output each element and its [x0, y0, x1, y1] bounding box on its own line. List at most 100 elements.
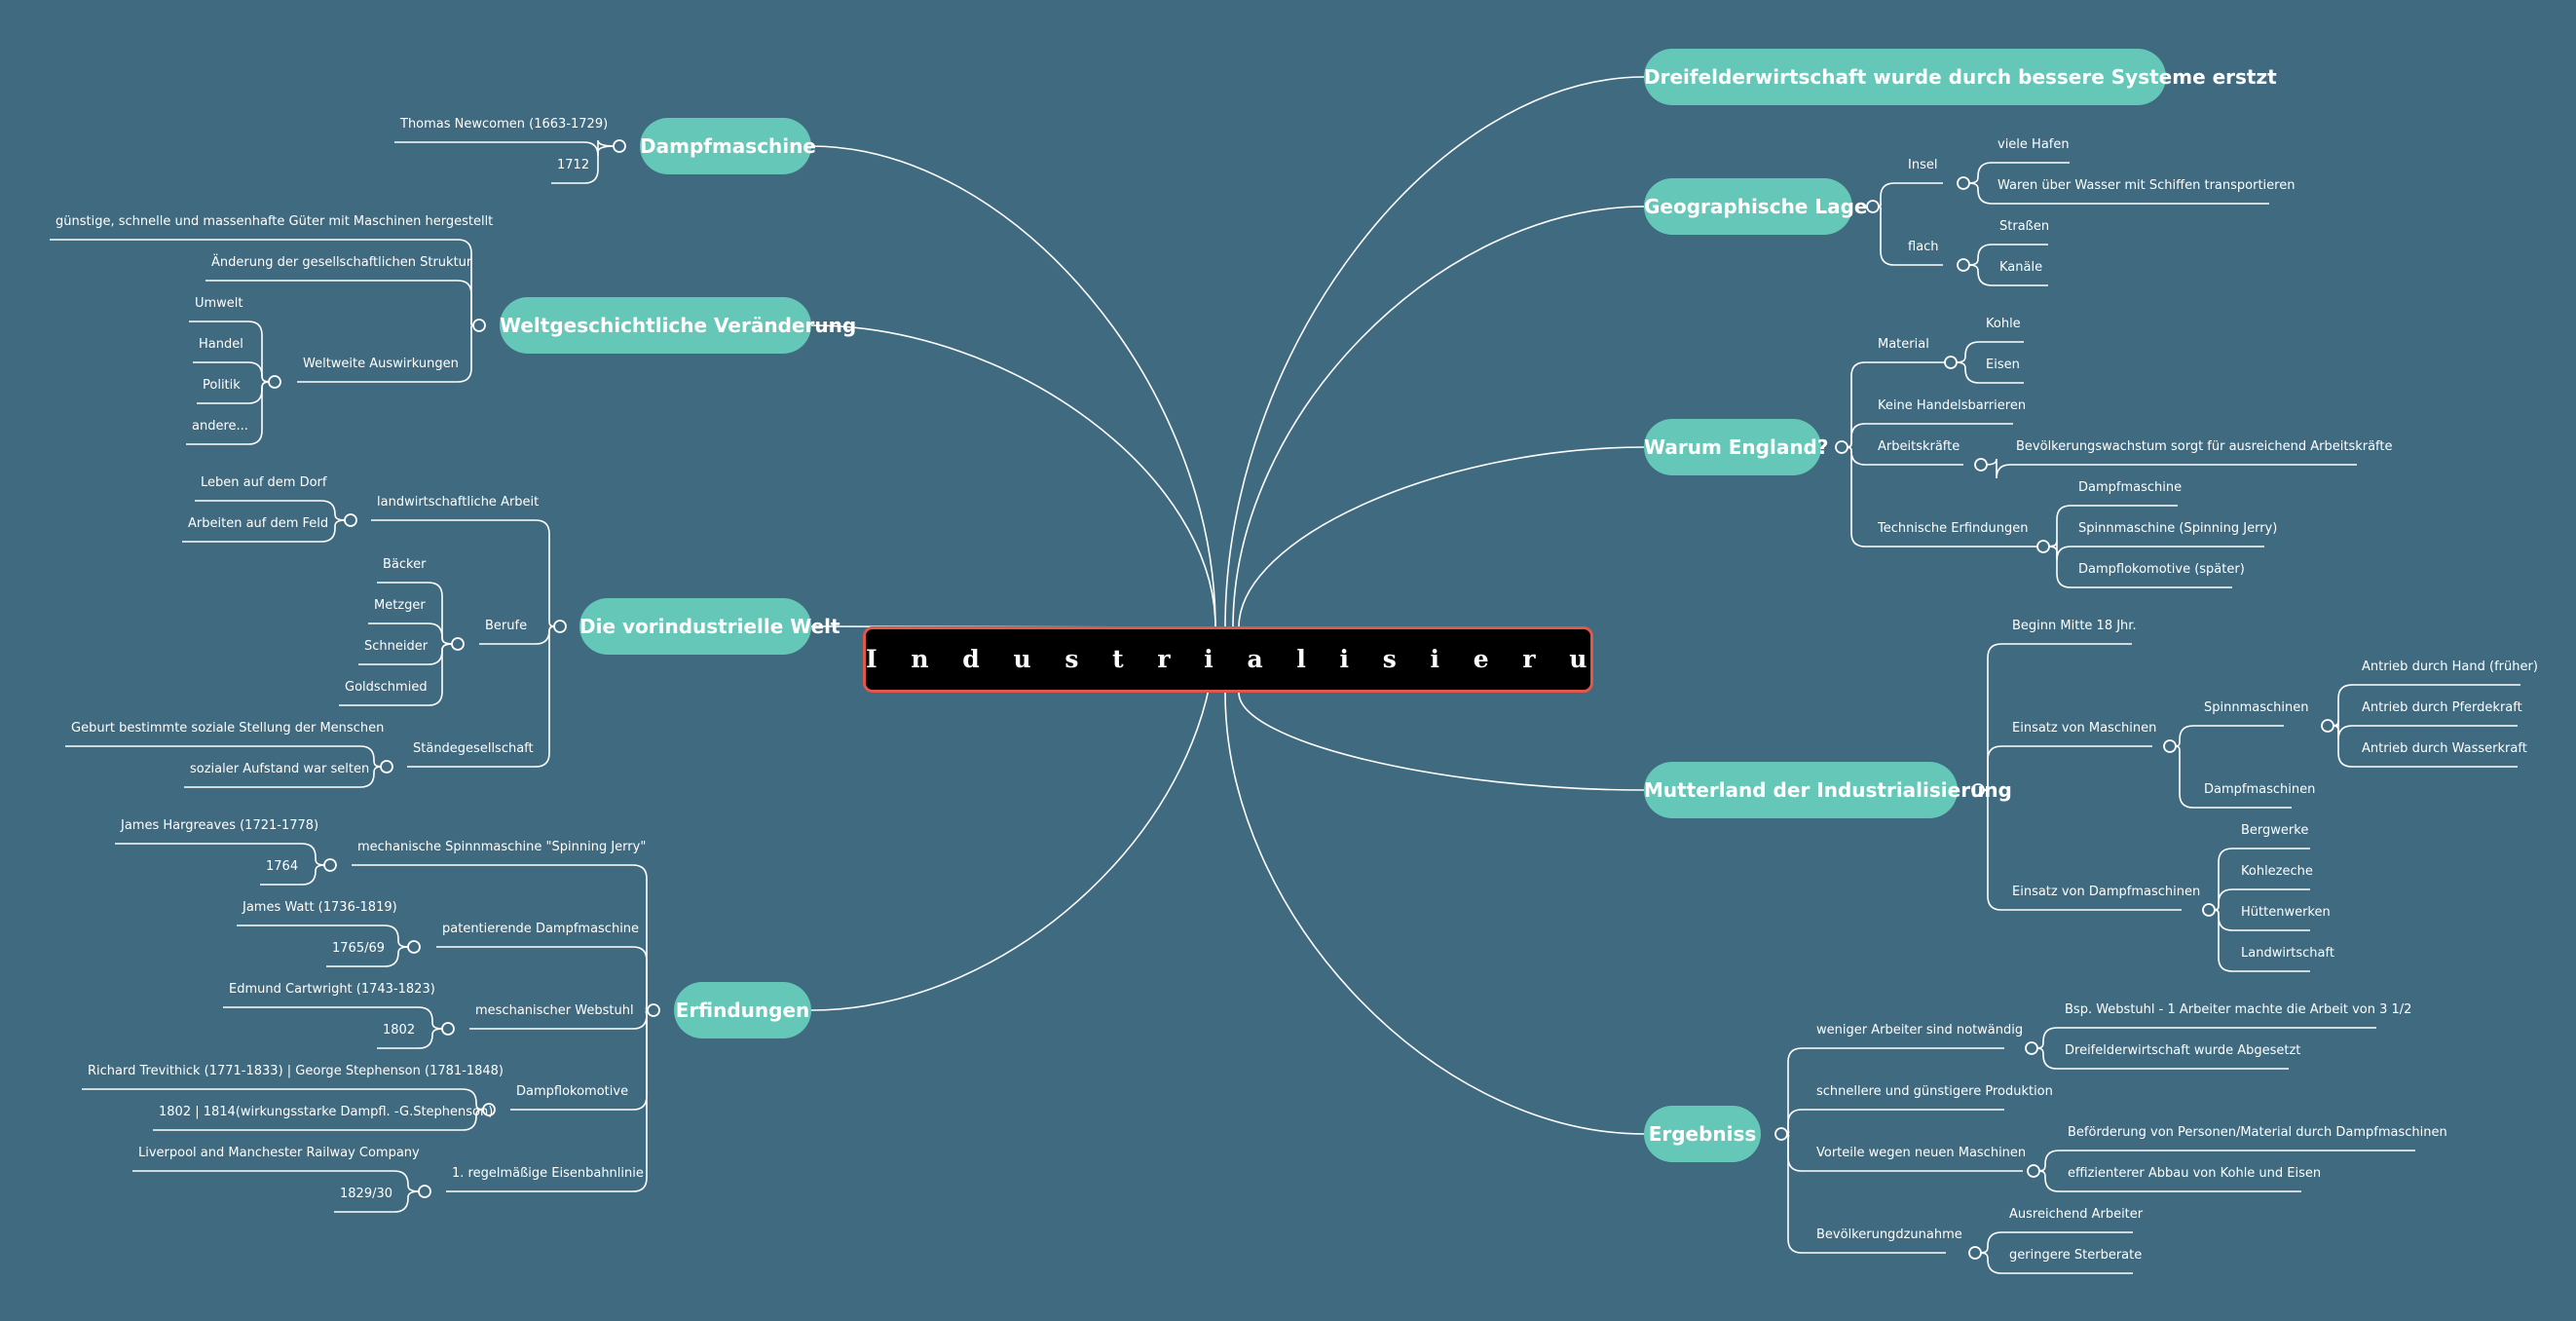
- leaf-bergwerke[interactable]: Bergwerke: [2241, 823, 2309, 838]
- connector-line: [1980, 458, 2357, 479]
- connector-line: [237, 925, 415, 948]
- topic-geographische-lage[interactable]: Geographische Lage: [1644, 178, 1867, 235]
- leaf-effizienterer-abbau[interactable]: effizienterer Abbau von Kohle und Eisen: [2068, 1166, 2322, 1181]
- topic-ergebniss[interactable]: Ergebniss: [1644, 1106, 1761, 1162]
- leaf-kohle[interactable]: Kohle: [1986, 317, 2021, 331]
- leaf-landwirtschaft[interactable]: Landwirtschaft: [2241, 946, 2334, 961]
- subtopic-weltweite-auswirkungen[interactable]: Weltweite Auswirkungen: [303, 357, 459, 371]
- leaf-befoerderung[interactable]: Beförderung von Personen/Material durch …: [2068, 1125, 2447, 1140]
- leaf-arbeiten-auf-dem-feld[interactable]: Arbeiten auf dem Feld: [188, 516, 329, 531]
- subtopic-landwirtschaftliche-arbeit[interactable]: landwirtschaftliche Arbeit: [377, 495, 540, 510]
- leaf-cartwright[interactable]: Edmund Cartwright (1743-1823): [229, 982, 435, 997]
- subtopic-staendegesellschaft[interactable]: Ständegesellschaft: [413, 741, 534, 756]
- connector-line: [436, 946, 654, 1011]
- connector-line: [1872, 182, 1943, 208]
- leaf-dampfmaschine[interactable]: Dampfmaschine: [2078, 480, 2183, 495]
- leaf-1765-69[interactable]: 1765/69: [332, 941, 386, 956]
- leaf-andere[interactable]: andere...: [192, 419, 248, 434]
- leaf-umwelt[interactable]: Umwelt: [195, 296, 243, 311]
- leaf-sozialer-aufstand[interactable]: sozialer Aufstand war selten: [190, 762, 370, 776]
- leaf-goldschmied[interactable]: Goldschmied: [345, 680, 428, 695]
- topic-erfindungen[interactable]: Erfindungen: [674, 982, 811, 1038]
- topic-mutterland[interactable]: Mutterland der Industrialisierung: [1644, 762, 2012, 818]
- subtopic-einsatz-von-maschinen[interactable]: Einsatz von Maschinen: [2012, 721, 2157, 736]
- connector-line: [186, 381, 276, 445]
- leaf-schneider[interactable]: Schneider: [364, 639, 429, 654]
- leaf-geburt-soziale-stellung[interactable]: Geburt bestimmte soziale Stellung der Me…: [71, 721, 385, 736]
- subtopic-beginn-mitte-18[interactable]: Beginn Mitte 18 Jhr.: [2012, 619, 2137, 633]
- subtopic-bevoelkerungszunahme[interactable]: Bevölkerungdzunahme: [1816, 1227, 1962, 1242]
- leaf-1712[interactable]: 1712: [557, 158, 590, 172]
- leaf-viele-hafen[interactable]: viele Hafen: [1997, 137, 2070, 152]
- connector-line: [407, 940, 421, 954]
- subtopic-technische-erfindungen[interactable]: Technische Erfindungen: [1878, 521, 2029, 536]
- leaf-antrieb-hand[interactable]: Antrieb durch Hand (früher): [2362, 660, 2538, 674]
- leaf-metzger[interactable]: Metzger: [374, 598, 426, 613]
- leaf-liverpool-manchester[interactable]: Liverpool and Manchester Railway Company: [138, 1146, 420, 1160]
- leaf-antrieb-wasserkraft[interactable]: Antrieb durch Wasserkraft: [2362, 741, 2527, 756]
- leaf-ausreichend-arbeiter[interactable]: Ausreichend Arbeiter: [2009, 1207, 2144, 1222]
- leaf-kanaele[interactable]: Kanäle: [1999, 260, 2043, 275]
- topic-dreifelderwirtschaft[interactable]: Dreifelderwirtschaft wurde durch bessere…: [1644, 49, 2277, 105]
- leaf-1764[interactable]: 1764: [266, 859, 299, 874]
- leaf-hargreaves[interactable]: James Hargreaves (1721-1778): [121, 818, 319, 833]
- topic-warum-england[interactable]: Warum England?: [1644, 419, 1828, 475]
- leaf-bevoelkerungswachstum[interactable]: Bevölkerungswachstum sorgt für ausreiche…: [2016, 439, 2393, 454]
- central-topic[interactable]: I n d u s t r i a l i s i e r u n g i n …: [863, 626, 1593, 693]
- subtopic-flach[interactable]: flach: [1908, 240, 1939, 254]
- subtopic-vorteile-neue-maschinen[interactable]: Vorteile wegen neuen Maschinen: [1816, 1146, 2027, 1160]
- connector-line: [2208, 909, 2310, 972]
- connector-line: [182, 519, 352, 543]
- subtopic-dampfmaschinen[interactable]: Dampfmaschinen: [2204, 782, 2316, 797]
- leaf-trevithick-stephenson[interactable]: Richard Trevithick (1771-1833) | George …: [88, 1064, 504, 1078]
- leaf-gesellschaftliche-struktur[interactable]: Änderung der gesellschaftlichen Struktur: [211, 255, 472, 270]
- topic-weltgeschichtliche-veraenderung[interactable]: Weltgeschichtliche Veränderung: [500, 297, 856, 354]
- subtopic-weniger-arbeiter[interactable]: weniger Arbeiter sind notwändig: [1816, 1023, 2024, 1038]
- leaf-handel[interactable]: Handel: [199, 337, 243, 352]
- leaf-dampflokomotive-spaeter[interactable]: Dampflokomotive (später): [2078, 562, 2245, 577]
- subtopic-arbeitskraefte[interactable]: Arbeitskräfte: [1878, 439, 1960, 454]
- leaf-leben-auf-dem-dorf[interactable]: Leben auf dem Dorf: [201, 475, 327, 490]
- leaf-antrieb-pferdekraft[interactable]: Antrieb durch Pferdekraft: [2362, 700, 2522, 715]
- leaf-spinnmaschine[interactable]: Spinnmaschine (Spinning Jerry): [2078, 521, 2278, 536]
- subtopic-einsatz-von-dampfmaschinen[interactable]: Einsatz von Dampfmaschinen: [2012, 885, 2201, 899]
- connector-line: [1944, 356, 1958, 369]
- leaf-politik[interactable]: Politik: [203, 378, 241, 393]
- leaf-baecker[interactable]: Bäcker: [383, 557, 427, 572]
- subtopic-spinnmaschinen[interactable]: Spinnmaschinen: [2204, 700, 2309, 715]
- subtopic-material[interactable]: Material: [1878, 337, 1929, 352]
- leaf-bsp-webstuhl[interactable]: Bsp. Webstuhl - 1 Arbeiter machte die Ar…: [2065, 1002, 2412, 1017]
- connector-line: [2025, 1041, 2038, 1055]
- subtopic-patentierende-dampfmaschine[interactable]: patentierende Dampfmaschine: [442, 922, 640, 936]
- topic-dampfmaschine[interactable]: Dampfmaschine: [640, 118, 816, 174]
- leaf-eisen[interactable]: Eisen: [1986, 358, 2020, 372]
- leaf-dreifelderwirtschaft-abgesetzt[interactable]: Dreifelderwirtschaft wurde Abgesetzt: [2065, 1043, 2301, 1058]
- subtopic-spinning-jerry[interactable]: mechanische Spinnmaschine "Spinning Jerr…: [357, 840, 647, 854]
- leaf-newcomen[interactable]: Thomas Newcomen (1663-1729): [400, 117, 609, 132]
- subtopic-insel[interactable]: Insel: [1908, 158, 1938, 172]
- subtopic-eisenbahnlinie[interactable]: 1. regelmäßige Eisenbahnlinie: [452, 1166, 644, 1181]
- leaf-kohlezeche[interactable]: Kohlezeche: [2241, 864, 2313, 879]
- connector-line: [339, 643, 459, 706]
- connector-line: [810, 324, 1216, 628]
- leaf-geringere-sterberate[interactable]: geringere Sterberate: [2009, 1248, 2143, 1263]
- connector-line: [1974, 1252, 2133, 1274]
- leaf-1802[interactable]: 1802: [383, 1023, 416, 1038]
- connector-line: [2042, 546, 2232, 588]
- connector-line: [1977, 789, 2182, 911]
- leaf-1802-1814[interactable]: 1802 | 1814(wirkungsstarke Dampfl. -G.St…: [159, 1105, 494, 1119]
- leaf-james-watt[interactable]: James Watt (1736-1819): [243, 900, 397, 915]
- subtopic-keine-handelsbarrieren[interactable]: Keine Handelsbarrieren: [1878, 398, 2027, 413]
- leaf-guenstige-gueter[interactable]: günstige, schnelle und massenhafte Güter…: [56, 214, 494, 229]
- subtopic-mechanischer-webstuhl[interactable]: meschanischer Webstuhl: [475, 1003, 634, 1018]
- topic-vorindustrielle-welt[interactable]: Die vorindustrielle Welt: [579, 598, 840, 655]
- subtopic-schnellere-produktion[interactable]: schnellere und günstigere Produktion: [1816, 1084, 2053, 1099]
- subtopic-berufe[interactable]: Berufe: [485, 619, 528, 633]
- connector-line: [647, 1003, 660, 1017]
- connector-line: [1962, 182, 2269, 205]
- leaf-1829-30[interactable]: 1829/30: [340, 1187, 393, 1201]
- subtopic-dampflokomotive[interactable]: Dampflokomotive: [516, 1084, 629, 1099]
- leaf-waren-ueber-wasser[interactable]: Waren über Wasser mit Schiffen transport…: [1997, 178, 2296, 193]
- leaf-huettenwerken[interactable]: Hüttenwerken: [2241, 905, 2331, 920]
- leaf-strassen[interactable]: Straßen: [1999, 219, 2050, 234]
